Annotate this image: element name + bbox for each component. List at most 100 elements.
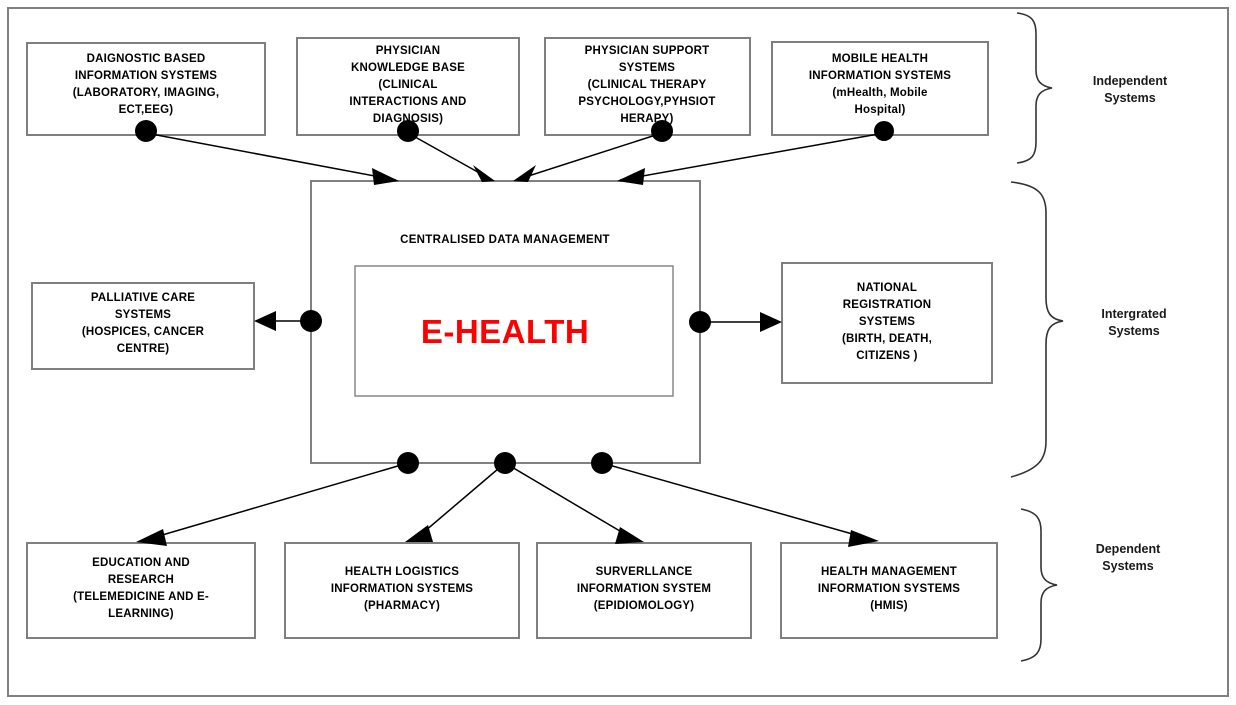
connector-hub-to-education-research — [136, 452, 419, 546]
node-palliative[interactable]: PALLIATIVE CARE SYSTEMS (HOSPICES, CANCE… — [31, 282, 255, 370]
connector-dot-health-management — [591, 452, 613, 474]
node-health-logistics-line-2: INFORMATION SYSTEMS — [331, 583, 473, 595]
node-national-registration[interactable]: NATIONAL REGISTRATION SYSTEMS (BIRTH, DE… — [781, 262, 993, 384]
node-health-management[interactable]: HEALTH MANAGEMENT INFORMATION SYSTEMS (H… — [780, 542, 998, 639]
node-diagnostic[interactable]: DAIGNOSTIC BASED INFORMATION SYSTEMS (LA… — [26, 42, 266, 136]
node-palliative-line-2: SYSTEMS — [115, 309, 171, 321]
node-national-registration-line-2: REGISTRATION — [843, 299, 931, 311]
connector-mobile-health-to-hub — [617, 121, 894, 185]
node-physician-support-line-1: PHYSICIAN SUPPORT — [585, 45, 710, 57]
node-surveillance[interactable]: SURVERLLANCE INFORMATION SYSTEM (EPIDIOM… — [536, 542, 752, 639]
node-diagnostic-line-3: (LABORATORY, IMAGING, — [73, 87, 219, 99]
node-health-logistics-line-1: HEALTH LOGISTICS — [345, 566, 459, 578]
arrow-head-health-management — [848, 530, 879, 547]
node-health-management-line-3: (HMIS) — [870, 600, 908, 612]
connector-dot-education-research — [397, 452, 419, 474]
connector-dot-physician-support — [651, 120, 673, 142]
group-label-dependent-line-2: Systems — [1102, 559, 1153, 573]
node-physician-support-box[interactable] — [544, 37, 751, 136]
arrow-head-education-research — [136, 529, 167, 546]
node-physician-knowledge-box[interactable] — [296, 37, 520, 136]
node-surveillance-line-3: (EPIDIOMOLOGY) — [594, 600, 695, 612]
node-physician-support-line-4: PSYCHOLOGY,PYHSIOT — [578, 96, 715, 108]
node-mobile-health-box[interactable] — [771, 41, 989, 136]
node-palliative-box[interactable] — [31, 282, 255, 370]
node-physician-knowledge-line-2: KNOWLEDGE BASE — [351, 62, 465, 74]
group-label-integrated-line-2: Systems — [1108, 324, 1159, 338]
node-education-research[interactable]: EDUCATION AND RESEARCH (TELEMEDICINE AND… — [26, 542, 256, 639]
node-education-research-box[interactable] — [26, 542, 256, 639]
connector-dot-national-registration — [689, 311, 711, 333]
connector-hub-to-national-registration — [689, 311, 782, 333]
node-mobile-health-line-2: INFORMATION SYSTEMS — [809, 70, 951, 82]
node-mobile-health-line-3: (mHealth, Mobile — [832, 87, 927, 99]
central-hub-inner-box — [354, 265, 674, 397]
connector-dot-diagnostic — [135, 120, 157, 142]
arrow-head-palliative — [254, 311, 276, 331]
node-surveillance-line-2: INFORMATION SYSTEM — [577, 583, 711, 595]
arrow-head-physician-knowledge — [473, 165, 495, 182]
node-surveillance-line-1: SURVERLLANCE — [596, 566, 693, 578]
group-label-integrated-line-1: Intergrated — [1101, 307, 1166, 321]
node-national-registration-line-3: SYSTEMS — [859, 316, 915, 328]
arrow-head-health-logistics — [405, 525, 433, 542]
connector-physician-knowledge-to-hub — [397, 120, 495, 182]
node-health-management-box[interactable] — [780, 542, 998, 639]
central-hub[interactable]: CENTRALISED DATA MANAGEMENT E-HEALTH — [310, 180, 701, 464]
group-label-independent-line-2: Systems — [1104, 91, 1155, 105]
node-diagnostic-line-2: INFORMATION SYSTEMS — [75, 70, 217, 82]
arrow-head-physician-support — [513, 165, 536, 182]
node-health-logistics[interactable]: HEALTH LOGISTICS INFORMATION SYSTEMS (PH… — [284, 542, 520, 639]
connector-diagnostic-to-hub — [135, 120, 399, 185]
arrow-head-diagnostic — [372, 168, 399, 185]
connector-hub-to-health-management — [591, 452, 879, 547]
node-national-registration-line-1: NATIONAL — [857, 282, 917, 294]
connector-physician-support-to-hub — [513, 120, 673, 182]
node-mobile-health[interactable]: MOBILE HEALTH INFORMATION SYSTEMS (mHeal… — [771, 41, 989, 136]
node-education-research-line-4: LEARNING) — [108, 608, 174, 620]
node-palliative-line-3: (HOSPICES, CANCER — [82, 326, 205, 338]
node-physician-knowledge-line-5: DIAGNOSIS) — [373, 113, 443, 125]
node-diagnostic-line-1: DAIGNOSTIC BASED — [87, 53, 206, 65]
node-health-management-line-1: HEALTH MANAGEMENT — [821, 566, 957, 578]
node-physician-knowledge[interactable]: PHYSICIAN KNOWLEDGE BASE (CLINICAL INTER… — [296, 37, 520, 136]
node-health-management-line-2: INFORMATION SYSTEMS — [818, 583, 960, 595]
connector-dot-palliative — [300, 310, 322, 332]
arrow-head-mobile-health — [617, 168, 645, 185]
node-health-logistics-line-3: (PHARMACY) — [364, 600, 440, 612]
brace-dependent-systems: Dependent Systems — [1020, 508, 1161, 662]
node-surveillance-box[interactable] — [536, 542, 752, 639]
node-physician-knowledge-line-1: PHYSICIAN — [376, 45, 440, 57]
node-physician-knowledge-line-3: (CLINICAL — [378, 79, 437, 91]
connector-hub-to-health-logistics — [405, 452, 516, 542]
connector-dot-physician-knowledge — [397, 120, 419, 142]
outer-frame — [7, 7, 1229, 697]
node-national-registration-line-4: (BIRTH, DEATH, — [842, 333, 932, 345]
node-physician-support-line-3: (CLINICAL THERAPY — [588, 79, 707, 91]
node-palliative-line-4: CENTRE) — [117, 343, 170, 355]
node-national-registration-line-5: CITIZENS ) — [856, 350, 917, 362]
brace-integrated-systems: Intergrated Systems — [1010, 181, 1167, 478]
brace-independent-systems: Independent Systems — [1016, 12, 1168, 164]
node-education-research-line-2: RESEARCH — [108, 574, 174, 586]
node-mobile-health-line-1: MOBILE HEALTH — [832, 53, 928, 65]
central-hub-caption: CENTRALISED DATA MANAGEMENT — [400, 234, 610, 246]
node-mobile-health-line-4: Hospital) — [855, 104, 906, 116]
node-national-registration-box[interactable] — [781, 262, 993, 384]
arrow-head-surveillance — [615, 527, 644, 544]
node-education-research-line-1: EDUCATION AND — [92, 557, 190, 569]
node-education-research-line-3: (TELEMEDICINE AND E- — [73, 591, 209, 603]
node-physician-knowledge-line-4: INTERACTIONS AND — [349, 96, 466, 108]
group-label-dependent-line-1: Dependent — [1096, 542, 1161, 556]
node-health-logistics-box[interactable] — [284, 542, 520, 639]
group-label-independent-line-1: Independent — [1093, 74, 1168, 88]
node-physician-support[interactable]: PHYSICIAN SUPPORT SYSTEMS (CLINICAL THER… — [544, 37, 751, 136]
connector-hub-to-surveillance — [504, 462, 644, 544]
node-diagnostic-line-4: ECT,EEG) — [119, 104, 174, 116]
connector-hub-to-palliative — [254, 310, 322, 332]
node-palliative-line-1: PALLIATIVE CARE — [91, 292, 195, 304]
connector-dot-mobile-health — [874, 121, 894, 141]
central-hub-main-label: E-HEALTH — [421, 313, 589, 350]
